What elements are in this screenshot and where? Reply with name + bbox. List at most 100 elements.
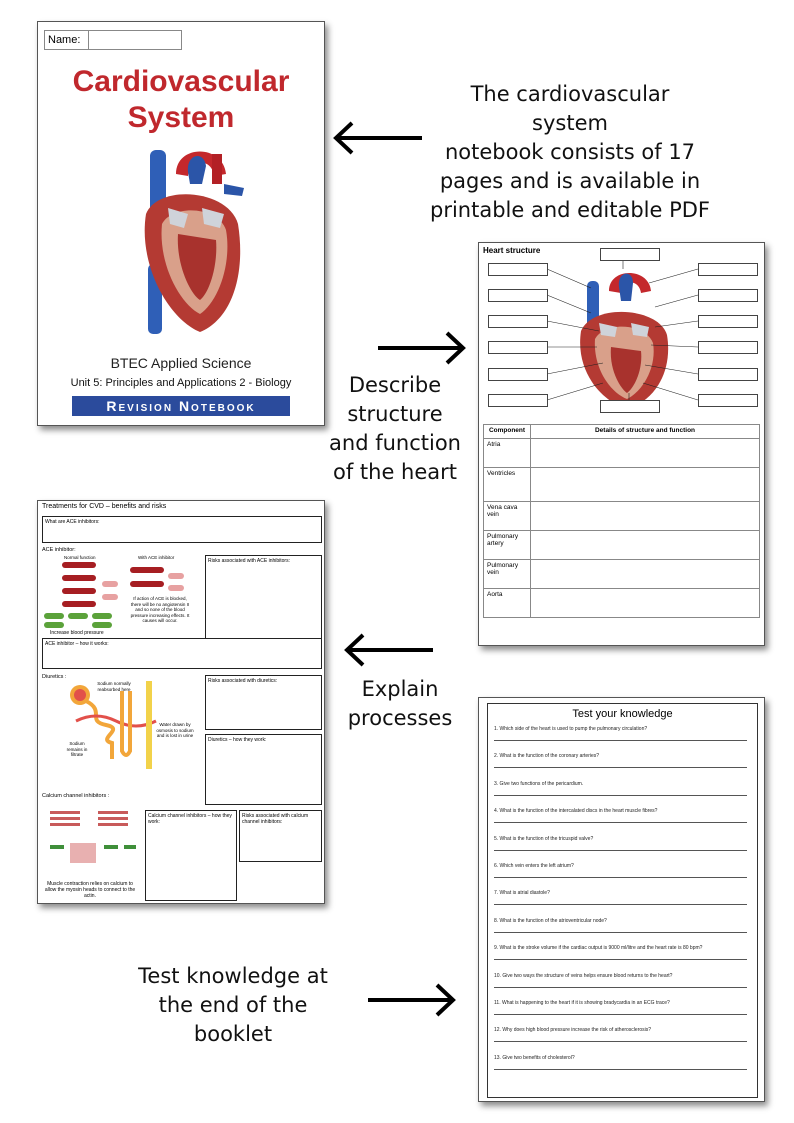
label-box[interactable] <box>488 263 548 276</box>
flow-pill <box>62 588 96 594</box>
flow-pill <box>44 622 64 628</box>
question-text: 8. What is the function of the atriovent… <box>494 917 607 924</box>
answer-line[interactable] <box>494 822 747 824</box>
caption-notebook: The cardiovascular system notebook consi… <box>430 80 710 225</box>
heart-diagram-icon <box>580 273 669 409</box>
what-ace-box[interactable]: What are ACE inhibitors: <box>42 516 322 543</box>
sodium-filtrate-note: Sodium remains in filtrate <box>66 741 88 757</box>
answer-line[interactable] <box>494 931 747 933</box>
question-text: 10. Give two ways the structure of veins… <box>494 972 673 979</box>
caption-line: Test knowledge at <box>138 964 328 988</box>
risks-calcium-box[interactable]: Risks associated with calcium channel in… <box>239 810 322 862</box>
cover-banner: Revision Notebook <box>72 396 290 416</box>
risks-ace-box[interactable]: Risks associated with ACE inhibitors: <box>205 555 322 639</box>
label-box[interactable] <box>488 315 548 328</box>
caption-line: printable and editable PDF <box>430 198 711 222</box>
diuretics-label: Diuretics : <box>42 674 67 680</box>
flow-pill <box>102 594 118 600</box>
question-text: 5. What is the function of the tricuspid… <box>494 835 594 842</box>
calcium-how-label: Calcium channel inhibitors – how they wo… <box>148 813 232 825</box>
details-cell[interactable] <box>530 438 760 468</box>
name-label: Name: <box>45 31 89 49</box>
risks-calcium-label: Risks associated with calcium channel in… <box>242 813 309 825</box>
answer-line[interactable] <box>494 959 747 961</box>
question-text: 6. Which vein enters the left atrium? <box>494 863 574 869</box>
question-item: 8. What is the function of the atriovent… <box>494 917 749 933</box>
answer-line[interactable] <box>494 877 747 878</box>
risks-diuretics-box[interactable]: Risks associated with diuretics: <box>205 675 322 730</box>
arrow-right-icon <box>378 331 466 365</box>
ace-inhibitor-label: ACE inhibitor: <box>42 547 76 553</box>
caption-line: structure <box>347 402 443 426</box>
answer-line[interactable] <box>494 740 747 741</box>
component-table: Component Details of structure and funct… <box>483 424 760 618</box>
question-text: 9. What is the stroke volume if the card… <box>494 945 703 952</box>
label-box[interactable] <box>600 400 660 413</box>
cover-title-line1: Cardiovascular <box>72 65 290 98</box>
row-label: Ventricles <box>483 467 531 502</box>
caption-line: The cardiovascular system <box>470 82 670 135</box>
heart-illustration-icon <box>144 150 244 334</box>
diuretics-how-box[interactable]: Diuretics – how they work: <box>205 734 322 805</box>
label-box[interactable] <box>698 289 758 302</box>
question-text: 12. Why does high blood pressure increas… <box>494 1027 652 1034</box>
answer-line[interactable] <box>494 767 747 769</box>
details-cell[interactable] <box>530 467 760 502</box>
flow-pill <box>92 613 112 619</box>
caption-line: of the heart <box>332 460 458 484</box>
cover-title-line2: System <box>127 101 235 134</box>
label-box[interactable] <box>698 341 758 354</box>
answer-line[interactable] <box>494 794 747 796</box>
cover-unit: Unit 5: Principles and Applications 2 - … <box>70 377 292 389</box>
question-item: 4. What is the function of the intercala… <box>494 808 749 824</box>
flow-pill <box>168 585 184 591</box>
question-item: 12. Why does high blood pressure increas… <box>494 1027 749 1043</box>
question-item: 13. Give two benefits of cholesterol? <box>494 1055 749 1070</box>
risks-diuretics-label: Risks associated with diuretics: <box>208 678 278 684</box>
answer-line[interactable] <box>494 849 747 851</box>
col-component: Component <box>483 424 531 439</box>
question-text: 1. Which side of the heart is used to pu… <box>494 726 648 732</box>
question-text: 4. What is the function of the intercala… <box>494 808 658 815</box>
leader-lines <box>546 260 699 401</box>
caption-describe: Describe structure and function of the h… <box>325 371 465 487</box>
caption-line: Describe <box>348 373 442 397</box>
label-box[interactable] <box>488 289 548 302</box>
caption-line: and function <box>329 431 461 455</box>
calcium-how-box[interactable]: Calcium channel inhibitors – how they wo… <box>145 810 237 901</box>
row-label: Pulmonary vein <box>483 559 531 589</box>
details-cell[interactable] <box>530 530 760 560</box>
test-title: Test your knowledge <box>572 708 673 720</box>
label-box[interactable] <box>488 341 548 354</box>
details-cell[interactable] <box>530 501 760 531</box>
label-box[interactable] <box>698 263 758 276</box>
answer-line[interactable] <box>494 986 747 988</box>
question-text: 2. What is the function of the coronary … <box>494 753 600 760</box>
arrow-left-icon <box>344 633 433 667</box>
flow-pill <box>130 567 164 573</box>
treatments-title: Treatments for CVD – benefits and risks <box>42 503 167 510</box>
flow-pill <box>102 581 118 587</box>
calcium-label: Calcium channel inhibitors : <box>42 793 110 799</box>
details-cell[interactable] <box>530 588 760 618</box>
label-box[interactable] <box>698 394 758 407</box>
question-item: 2. What is the function of the coronary … <box>494 753 749 769</box>
answer-line[interactable] <box>494 1014 747 1015</box>
label-box[interactable] <box>600 248 660 261</box>
caption-line: processes <box>347 706 453 730</box>
details-cell[interactable] <box>530 559 760 589</box>
label-box[interactable] <box>698 315 758 328</box>
question-item: 7. What is atrial diastole? <box>494 890 749 906</box>
ace-how-box[interactable]: ACE inhibitor – how it works: <box>42 638 322 669</box>
answer-line[interactable] <box>494 1068 747 1070</box>
label-box[interactable] <box>488 368 548 381</box>
risks-ace-label: Risks associated with ACE inhibitors: <box>208 558 290 564</box>
normal-function-label: Normal function <box>64 555 96 560</box>
label-box[interactable] <box>488 394 548 407</box>
answer-line[interactable] <box>494 1041 747 1043</box>
question-item: 11. What is happening to the heart if it… <box>494 1000 749 1015</box>
muscle-note: Muscle contraction relies on calcium to … <box>44 881 136 899</box>
label-box[interactable] <box>698 368 758 381</box>
answer-line[interactable] <box>494 904 747 906</box>
question-text: 7. What is atrial diastole? <box>494 890 550 897</box>
